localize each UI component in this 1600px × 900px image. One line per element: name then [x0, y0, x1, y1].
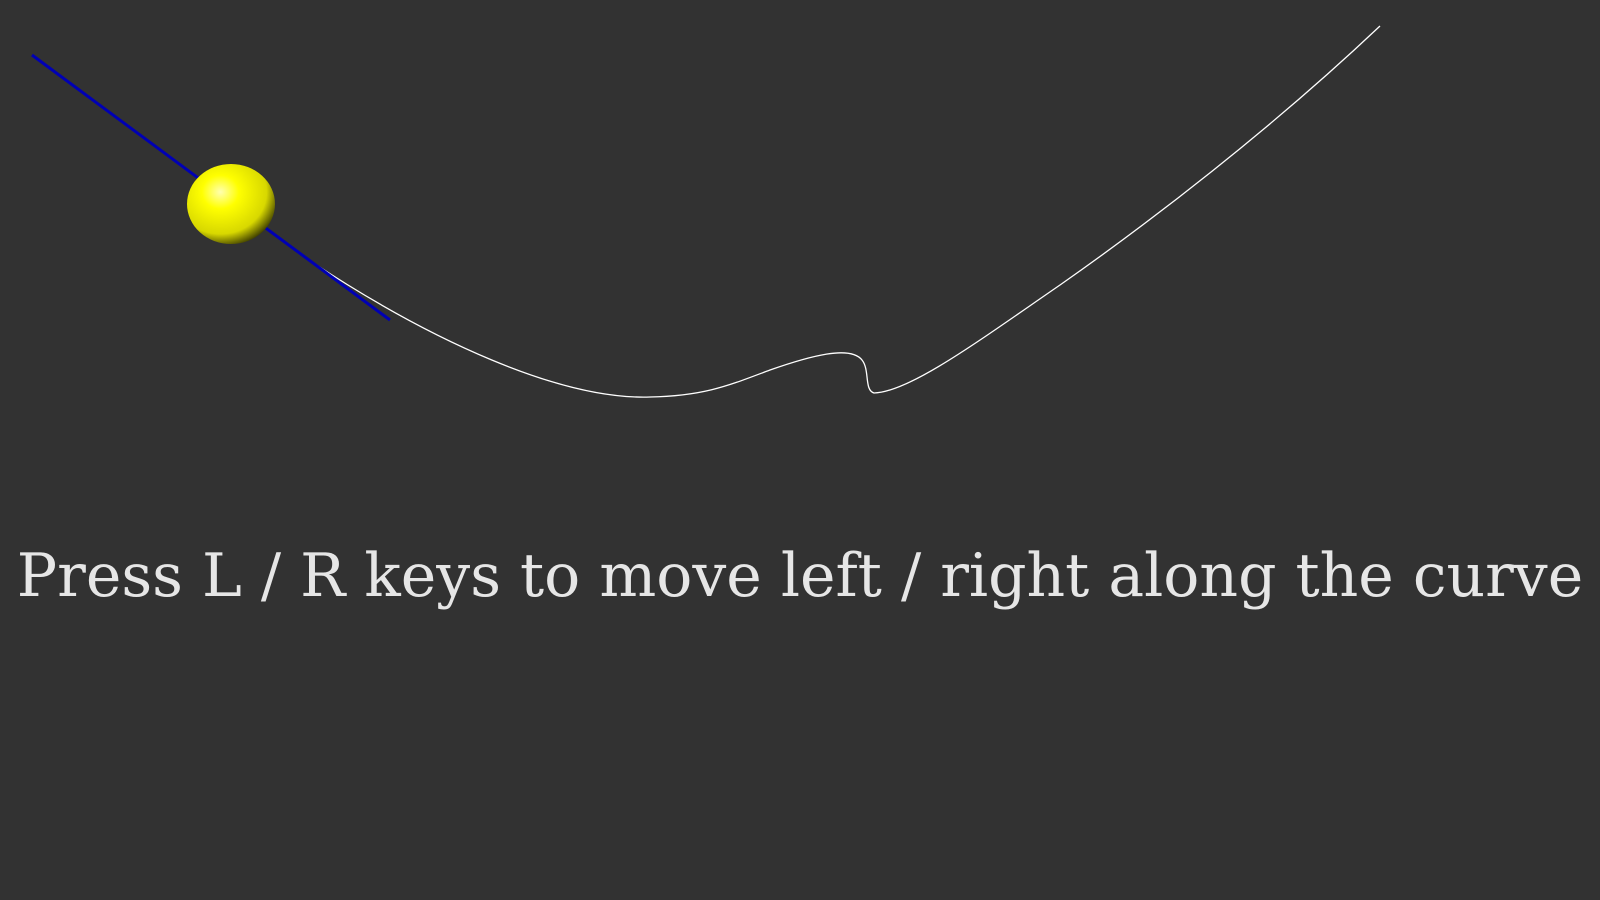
curve-path [311, 25, 1381, 398]
ball-sphere[interactable] [187, 164, 275, 244]
instruction-text: Press L / R keys to move left / right al… [16, 541, 1584, 611]
